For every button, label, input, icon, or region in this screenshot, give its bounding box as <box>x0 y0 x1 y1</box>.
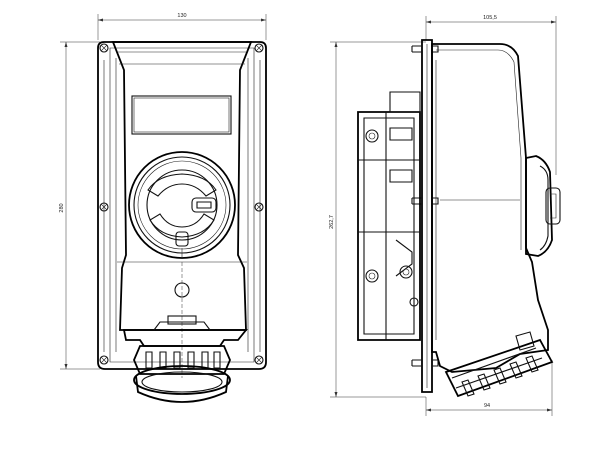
side-depth-dimension: 105,5 <box>425 15 557 175</box>
front-screws <box>99 43 264 365</box>
front-view: 130 280 <box>59 13 267 403</box>
side-socket <box>444 331 554 398</box>
front-socket <box>122 315 248 403</box>
side-view: 105,5 262,7 94 <box>329 15 561 416</box>
front-height-dimension: 280 <box>59 41 100 370</box>
bottom-width-dimension: 94 <box>425 360 553 416</box>
bottom-width-label: 94 <box>484 403 490 409</box>
side-height-label: 262,7 <box>329 215 335 229</box>
side-height-dimension: 262,7 <box>329 41 426 398</box>
side-knob <box>525 155 561 257</box>
front-width-dimension: 130 <box>97 13 267 40</box>
label-window <box>131 95 232 135</box>
rotary-switch <box>128 151 236 259</box>
side-depth-label: 105,5 <box>483 15 497 21</box>
front-height-label: 280 <box>59 203 65 212</box>
front-width-label: 130 <box>177 13 186 19</box>
rear-mount <box>357 91 421 341</box>
